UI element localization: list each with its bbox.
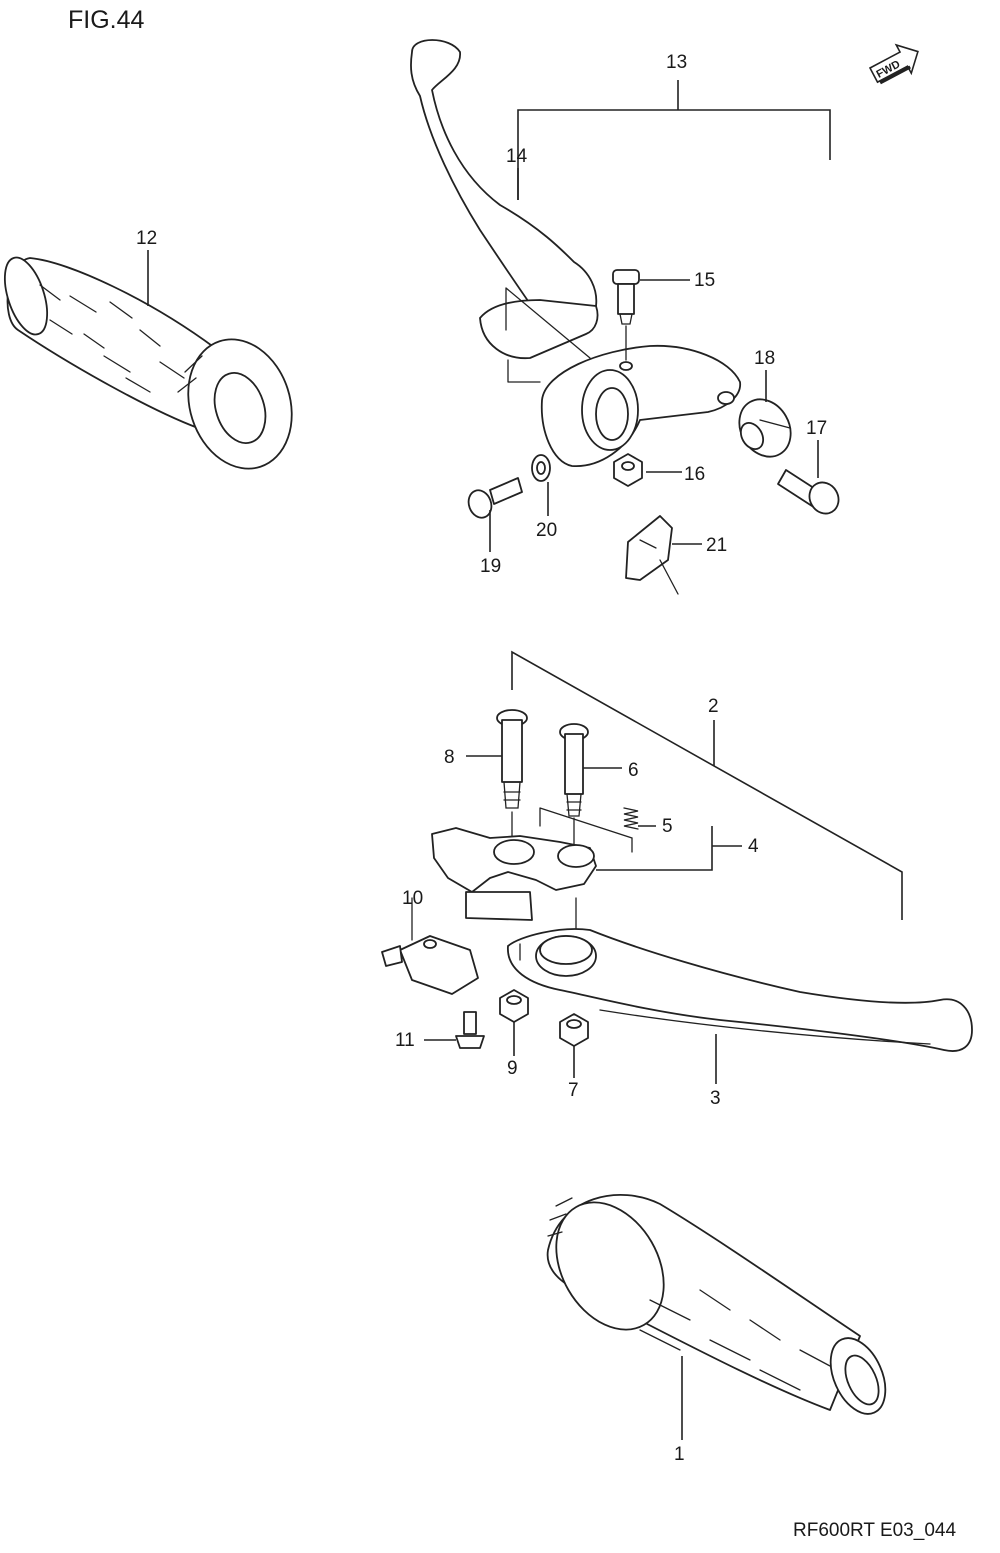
callout-5: 5 bbox=[662, 816, 673, 837]
callout-19: 19 bbox=[480, 556, 501, 577]
part-11-screw bbox=[455, 1011, 485, 1049]
part-15-pivot-bolt bbox=[612, 269, 640, 361]
forward-arrow-icon: FWD bbox=[868, 43, 919, 85]
callout-4: 4 bbox=[748, 836, 759, 857]
callout-17: 17 bbox=[806, 418, 827, 439]
callout-9: 9 bbox=[507, 1058, 518, 1079]
part-20-washer bbox=[531, 454, 551, 482]
figure-title: FIG.44 bbox=[68, 6, 145, 34]
callout-20: 20 bbox=[536, 520, 557, 541]
part-5-spring bbox=[623, 807, 639, 830]
callout-3: 3 bbox=[710, 1088, 721, 1109]
callout-12: 12 bbox=[136, 228, 157, 249]
callout-15: 15 bbox=[694, 270, 715, 291]
part-21-switch bbox=[625, 515, 679, 595]
callout-21: 21 bbox=[706, 535, 727, 556]
callout-1: 1 bbox=[674, 1444, 685, 1465]
callout-2: 2 bbox=[708, 696, 719, 717]
callout-leader-lines bbox=[147, 168, 819, 1440]
part-3-brake-lever bbox=[507, 928, 973, 1052]
diagram-code: RF600RT E03_044 bbox=[793, 1520, 956, 1541]
part-7-nut bbox=[559, 1013, 589, 1047]
part-10-switch bbox=[381, 897, 479, 995]
callout-bracket-2 bbox=[511, 650, 903, 920]
callout-11: 11 bbox=[395, 1030, 415, 1051]
part-19-bolt bbox=[467, 477, 523, 519]
upper-lever-perch bbox=[507, 344, 741, 467]
callout-13: 13 bbox=[666, 52, 687, 73]
part-4-switch-bracket bbox=[431, 807, 633, 929]
callout-18: 18 bbox=[754, 348, 775, 369]
part-1-throttle-grip bbox=[546, 1194, 887, 1415]
part-14-clutch-lever bbox=[410, 39, 599, 359]
callout-bracket-13 bbox=[517, 80, 831, 200]
part-12-left-grip bbox=[3, 256, 293, 470]
callout-7: 7 bbox=[568, 1080, 579, 1101]
part-9-nut bbox=[499, 989, 529, 1023]
part-17-bolt bbox=[777, 469, 840, 515]
part-6-pivot-bolt bbox=[559, 723, 589, 849]
part-16-nut bbox=[613, 453, 643, 487]
part-18-adjuster bbox=[738, 398, 792, 458]
part-8-pivot-bolt bbox=[496, 709, 528, 843]
callout-14: 14 bbox=[506, 146, 528, 167]
callout-16: 16 bbox=[684, 464, 705, 485]
callout-8: 8 bbox=[444, 747, 455, 768]
callout-10: 10 bbox=[402, 888, 423, 909]
callout-6: 6 bbox=[628, 760, 639, 781]
